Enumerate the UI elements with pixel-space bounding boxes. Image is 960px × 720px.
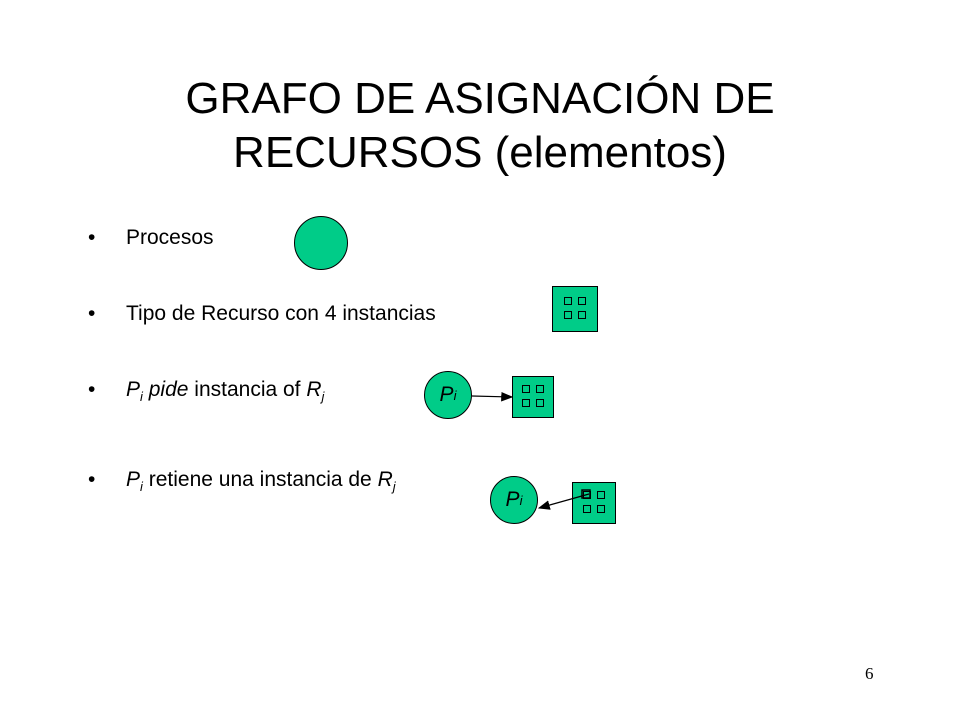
resource-box-rj-assignment-icon: [572, 482, 616, 524]
instance-icon: [597, 505, 605, 513]
page-number: 6: [865, 664, 874, 683]
title-line-2: RECURSOS (elementos): [233, 128, 727, 177]
var-p: P: [126, 378, 141, 401]
instance-icon: [597, 491, 605, 499]
bullet-dot: •: [88, 226, 96, 249]
bullet-procesos: • Procesos: [88, 224, 214, 252]
request-arrow-icon: [471, 391, 514, 402]
sub-j: j: [392, 479, 396, 494]
instance-icon: [564, 311, 572, 319]
bullet-retiene: • Pi retiene una instancia de Rj: [88, 466, 396, 501]
node-sub: i: [519, 492, 523, 508]
instance-icon: [583, 505, 591, 513]
instance-icon: [522, 385, 530, 393]
instance-icon: [536, 399, 544, 407]
var-r: R: [377, 468, 393, 491]
var-r: R: [306, 378, 322, 401]
title-line-1: GRAFO DE ASIGNACIÓN DE: [185, 74, 775, 123]
resource-box-rj-request-icon: [512, 376, 554, 418]
node-label: P: [439, 383, 454, 406]
slide-title: GRAFO DE ASIGNACIÓN DE RECURSOS (element…: [0, 72, 960, 180]
word-pide: pide: [148, 378, 189, 401]
sub-j: j: [321, 389, 325, 404]
resource-box-icon: [552, 286, 598, 332]
bullet-recurso: • Tipo de Recurso con 4 instancias: [88, 300, 436, 328]
node-sub: i: [453, 387, 457, 403]
instance-icon: [522, 399, 530, 407]
var-p: P: [126, 468, 141, 491]
bullet-pide: • Pi pide instancia of Rj: [88, 376, 324, 411]
bullet-dot: •: [88, 378, 96, 401]
instance-icon: [564, 297, 572, 305]
bullet-text: Procesos: [126, 226, 214, 249]
sub-i: i: [140, 479, 143, 494]
bullet-text: Tipo de Recurso con 4 instancias: [126, 302, 436, 325]
instance-icon: [578, 297, 586, 305]
sub-i: i: [140, 389, 143, 404]
bullet-dot: •: [88, 302, 96, 325]
instance-icon: [578, 311, 586, 319]
process-circle-icon: [294, 216, 348, 270]
bullet-text: instancia of: [188, 378, 307, 401]
node-label: P: [505, 488, 520, 511]
bullet-text: retiene una instancia de: [142, 468, 378, 491]
instance-icon: [536, 385, 544, 393]
bullet-dot: •: [88, 468, 96, 491]
assignment-arrow-icon: [537, 493, 590, 510]
instance-held-icon: [581, 489, 591, 499]
